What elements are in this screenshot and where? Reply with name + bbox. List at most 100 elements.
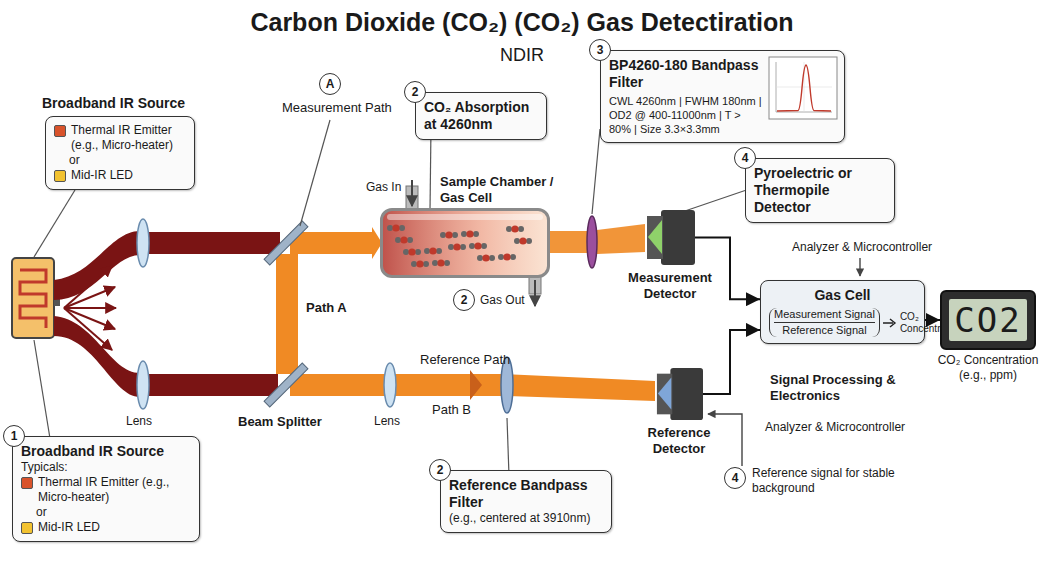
- node-heading: Reference Bandpass Filter: [449, 477, 603, 511]
- oxygen-atom: [489, 255, 495, 261]
- detector: Reference Detector: [655, 368, 703, 420]
- part-label: Beam Splitter: [238, 414, 322, 430]
- oxygen-atom: [407, 237, 413, 243]
- co2-molecule: [514, 237, 532, 244]
- svg-line: [64, 287, 115, 308]
- detector-window: [647, 216, 663, 259]
- part-label: Reference signal for stable background: [752, 466, 912, 496]
- icon-row: Thermal IR Emitter (e.g., Micro-heater): [21, 475, 191, 505]
- detector-housing: [661, 210, 695, 265]
- icon-row: Thermal IR Emitter (e.g., Micro-heater): [54, 123, 186, 153]
- svg-path: [597, 224, 645, 254]
- source-icon: [54, 125, 66, 137]
- node-heading: Reference Detector: [627, 425, 731, 457]
- node-text: CO₂ Concentration (e.g., ppm): [936, 353, 1040, 383]
- carbon-atom: [466, 230, 473, 237]
- carbon-atom: [445, 231, 452, 238]
- icon-row: Mid-IR LED: [54, 168, 186, 183]
- oxygen-atom: [415, 249, 421, 255]
- svg-path: [777, 65, 831, 111]
- node-heading: Broadband IR Source: [42, 95, 217, 112]
- node-text: Mid-IR LED: [71, 168, 133, 183]
- svg-rect: [381, 209, 549, 277]
- part-label: Measurement Path: [282, 100, 392, 116]
- callout-number: 2: [453, 289, 475, 311]
- callout-number: A: [319, 73, 341, 95]
- signal-connector: [925, 319, 940, 321]
- co2-molecule: [387, 224, 405, 231]
- svg-rect: [550, 231, 588, 253]
- diagram-title: Carbon Dioxide (CO₂) (CO₂) Gas Detectira…: [0, 8, 1044, 37]
- carbon-atom: [453, 243, 460, 250]
- oxygen-atom: [477, 255, 483, 261]
- node-heading: CO₂ Absorption at 4260nm: [424, 99, 538, 133]
- node-heading: Gas Cell: [769, 287, 916, 304]
- carbon-atom: [519, 237, 526, 244]
- part-label: Gas Out: [480, 293, 525, 308]
- part-label: Lens: [374, 414, 400, 429]
- oxygen-atom: [526, 238, 532, 244]
- carbon-atom: [437, 259, 444, 266]
- svg-rect: [149, 232, 280, 254]
- carbon-atom: [429, 247, 436, 254]
- detector-housing: [670, 368, 703, 420]
- display-readout: CO2: [949, 299, 1027, 341]
- carbon-atom: [474, 242, 481, 249]
- node-text: Measurement Signal: [774, 308, 875, 323]
- svg-rect: [149, 374, 278, 396]
- svg-line: [859, 258, 860, 276]
- co2-molecule: [411, 260, 429, 267]
- detector-element: [658, 377, 671, 409]
- oxygen-atom: [510, 254, 516, 260]
- co2-molecule: [461, 230, 479, 237]
- node-heading: Measurement Detector: [618, 270, 722, 302]
- co2-molecule: [424, 247, 442, 254]
- svg-ellipse: [137, 219, 149, 267]
- detector-window: [657, 374, 672, 415]
- callout-number: 4: [724, 467, 746, 489]
- oxygen-atom: [432, 260, 438, 266]
- svg-rect: [264, 363, 308, 407]
- oxygen-atom: [514, 238, 520, 244]
- signal-connector: [695, 238, 760, 300]
- svg-ellipse: [587, 216, 597, 268]
- co2-molecule: [440, 231, 458, 238]
- svg-rect: [769, 57, 837, 119]
- source-icon: [21, 522, 33, 534]
- node-text: (e.g., centered at 3910nm): [449, 511, 603, 526]
- node-heading: BP4260-180 Bandpass Filter: [609, 57, 762, 91]
- svg-rect: [264, 221, 308, 265]
- node-heading: Broadband IR Source: [21, 443, 191, 460]
- callout-box: Broadband IR SourceThermal IR Emitter (e…: [45, 116, 195, 190]
- callout-number: 3: [589, 39, 611, 61]
- oxygen-atom: [481, 243, 487, 249]
- oxygen-atom: [460, 244, 466, 250]
- node-text: CWL 4260nm | FWHM 180nm | OD2 @ 400-1100…: [609, 94, 762, 136]
- ratio-arrow-path: [883, 319, 895, 327]
- svg-line: [64, 308, 115, 329]
- oxygen-atom: [395, 237, 401, 243]
- carbon-atom: [416, 260, 423, 267]
- node-text: or: [21, 505, 191, 520]
- svg-line: [411, 180, 413, 206]
- ratio-arrow: [883, 318, 897, 328]
- node-text: Reference Signal: [774, 323, 875, 337]
- oxygen-atom: [424, 248, 430, 254]
- callout-number: 2: [429, 459, 451, 481]
- leader-line: [507, 418, 509, 470]
- carbon-atom: [392, 224, 399, 231]
- svg-line: [64, 307, 116, 309]
- part-label: Analyzer & Microcontroller: [792, 240, 932, 255]
- svg-path: [470, 370, 482, 400]
- callout-number: 1: [3, 425, 25, 447]
- callout-box: Reference Bandpass Filter(e.g., centered…: [440, 470, 612, 533]
- signal-connector: [703, 330, 760, 394]
- callout-box: Gas CellMeasurement SignalReference Sign…: [760, 280, 925, 344]
- gas-cell: Sample Chamber / Gas Cell: [380, 208, 550, 278]
- detector-element: [648, 220, 662, 254]
- node-heading: Sample Chamber / Gas Cell: [440, 174, 562, 206]
- co2-molecule: [498, 253, 516, 260]
- co2-molecule: [403, 248, 421, 255]
- node-text: or: [54, 153, 186, 168]
- oxygen-atom: [403, 249, 409, 255]
